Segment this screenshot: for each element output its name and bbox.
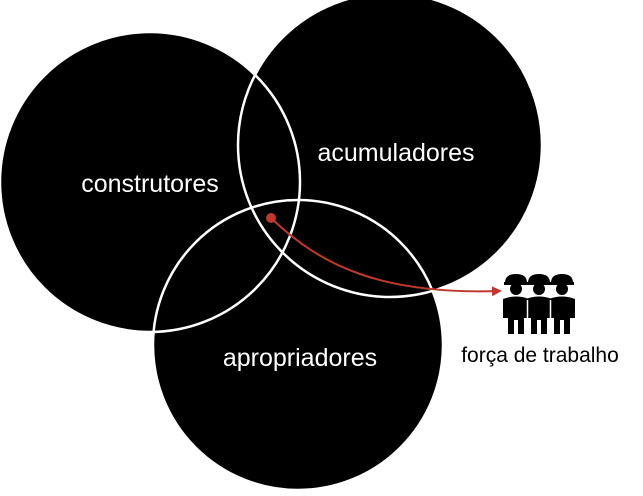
label-forca-de-trabalho: força de trabalho <box>461 344 619 367</box>
label-acumuladores: acumuladores <box>317 139 474 167</box>
worker-icon <box>503 274 529 334</box>
workers-group-icon <box>503 274 575 334</box>
label-apropriadores: apropriadores <box>223 344 377 372</box>
label-construtores: construtores <box>81 170 219 198</box>
connector-arrow <box>270 217 502 297</box>
circle-fills <box>0 0 542 490</box>
circle-apropriadores <box>153 200 443 490</box>
connector <box>266 213 502 297</box>
worker-icon <box>526 274 552 334</box>
outline-acumuladores <box>236 0 544 299</box>
outline-construtores <box>0 30 302 334</box>
worker-icon <box>549 274 575 334</box>
outline-apropriadores <box>151 198 445 492</box>
circle-outlines <box>0 0 542 490</box>
